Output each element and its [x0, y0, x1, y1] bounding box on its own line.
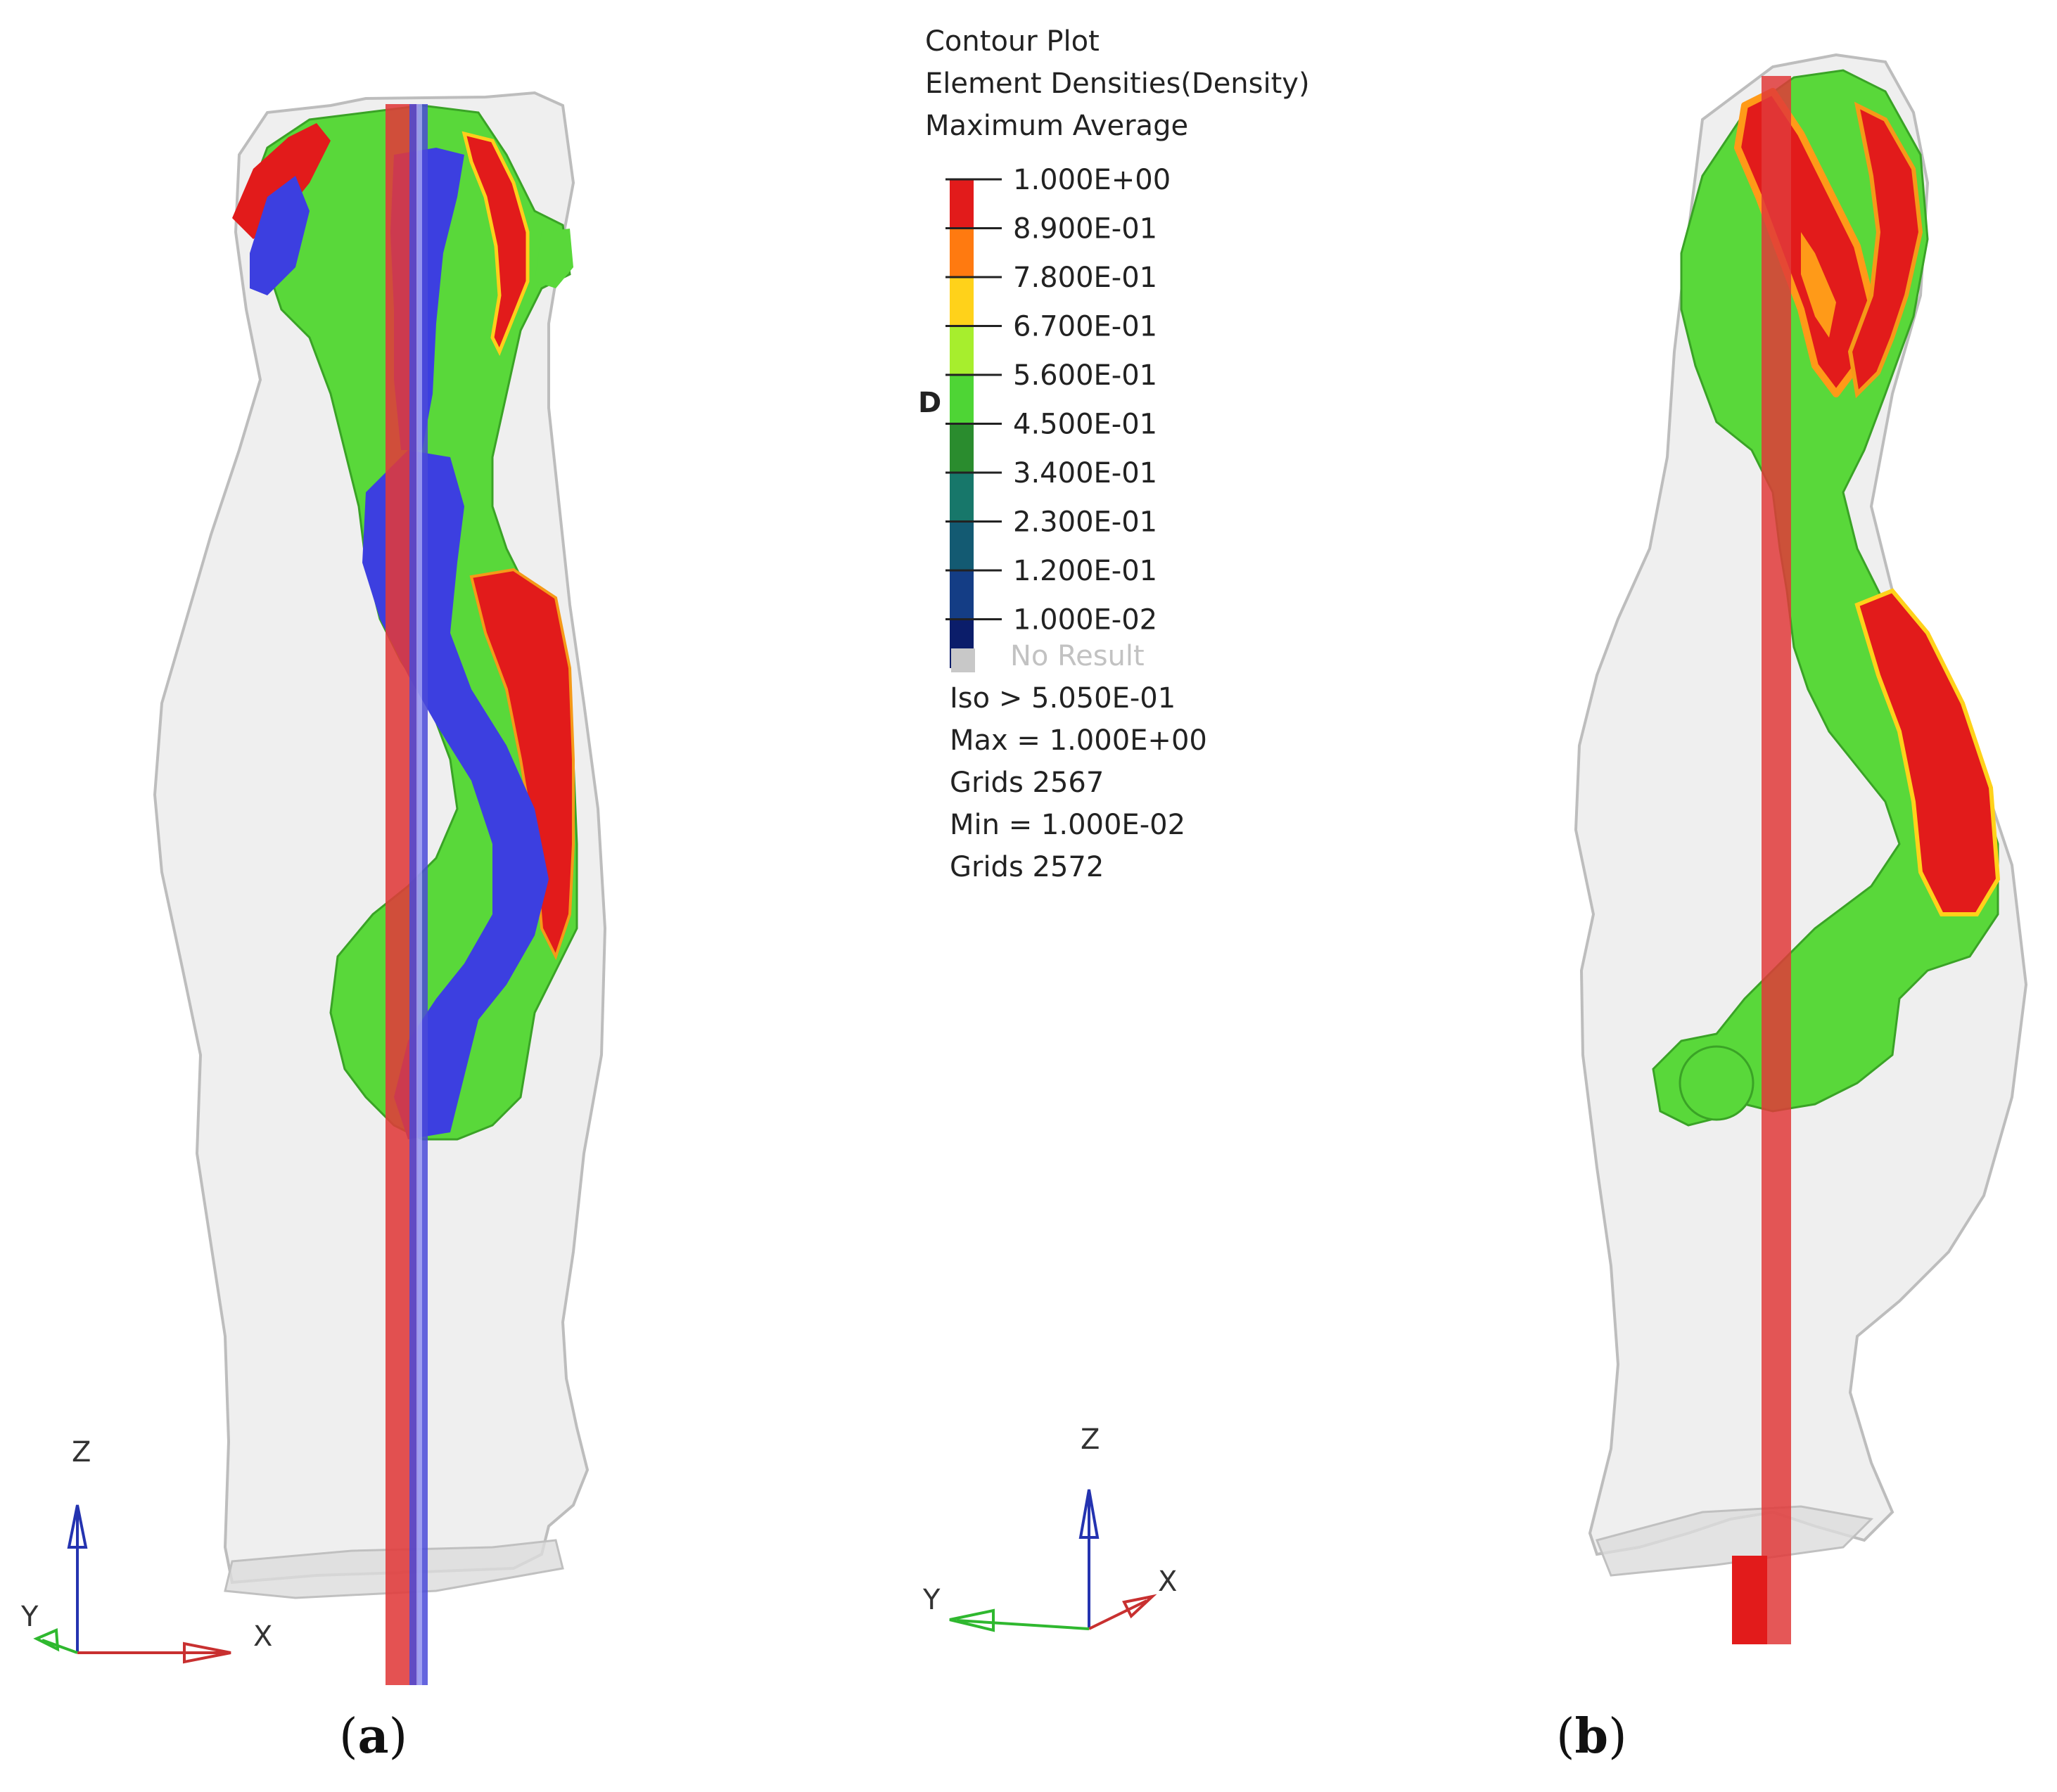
triad-center-y-axis	[956, 1619, 1090, 1630]
legend-band	[950, 179, 974, 229]
triad-center-y-label: Y	[922, 1584, 941, 1616]
legend-tick-label: 7.800E-01	[1013, 262, 1157, 294]
caption-a-close: )	[389, 1709, 408, 1765]
legend-tick-label: 4.500E-01	[1013, 409, 1157, 441]
center-axis-triad: Z X Y	[922, 1423, 1177, 1632]
legend-title-line-3: Maximum Average	[925, 110, 1188, 142]
triad-center-z-arrow	[1078, 1489, 1100, 1539]
legend-band	[950, 521, 974, 570]
legend-marker: D	[918, 387, 941, 419]
panel-a-red-strip	[469, 568, 575, 961]
caption-b: (b)	[1556, 1708, 1627, 1765]
legend-tick-label: 3.400E-01	[1013, 457, 1157, 489]
legend-no-result-label: No Result	[1010, 640, 1145, 672]
panel-a: Z X Y (a)	[20, 91, 607, 1765]
legend-band	[950, 326, 974, 375]
panel-b-red-side-strip	[1854, 588, 2001, 916]
panel-b: (b)	[1556, 53, 2028, 1765]
legend-tick-label: 1.200E-01	[1013, 555, 1157, 587]
panel-a-red-cap	[232, 123, 331, 239]
triad-a-x-label: X	[253, 1620, 272, 1653]
panel-b-green-knob	[1679, 1045, 1754, 1121]
legend-stat-min: Min = 1.000E-02	[950, 809, 1185, 841]
legend-band	[950, 277, 974, 326]
caption-a: (a)	[339, 1708, 407, 1765]
legend-tick-label: 6.700E-01	[1013, 311, 1157, 343]
panel-a-red-hook	[461, 131, 530, 357]
panel-a-axis-triad: Z X Y	[20, 1436, 272, 1664]
panel-a-blue-left	[250, 176, 310, 295]
legend-tick-label: 8.900E-01	[1013, 213, 1157, 245]
triad-center-x-arrow	[1122, 1594, 1157, 1619]
legend-band	[950, 228, 974, 277]
legend-color-bands	[950, 179, 974, 668]
caption-b-open: (	[1556, 1709, 1575, 1765]
legend-no-result-swatch	[951, 648, 975, 672]
panel-b-orange-streak	[1801, 232, 1836, 338]
caption-b-close: )	[1608, 1709, 1627, 1765]
triad-center-x-label: X	[1158, 1566, 1177, 1598]
legend-stat-iso: Iso > 5.050E-01	[950, 682, 1176, 715]
triad-center-x-axis	[1088, 1599, 1147, 1630]
panel-a-green-right-tip	[535, 229, 573, 288]
triad-a-y-label: Y	[20, 1601, 39, 1633]
legend-title-line-2: Element Densities(Density)	[925, 68, 1310, 100]
legend-tick-label: 1.000E-02	[1013, 604, 1157, 636]
legend-band	[950, 473, 974, 522]
legend-tick-labels: 1.000E+00 8.900E-01 7.800E-01 6.700E-01 5.60…	[945, 164, 1171, 636]
caption-a-open: (	[339, 1709, 358, 1765]
legend-tick-label: 1.000E+00	[1013, 164, 1171, 196]
triad-a-z-arrow	[67, 1504, 88, 1549]
caption-b-letter: b	[1575, 1708, 1609, 1765]
legend-title-line-1: Contour Plot	[925, 25, 1100, 58]
triad-center-y-arrow	[949, 1608, 995, 1632]
triad-a-y-arrow	[33, 1628, 60, 1652]
panel-b-rod	[1762, 76, 1791, 1644]
legend-tick-label: 2.300E-01	[1013, 506, 1157, 539]
triad-a-y-axis	[42, 1639, 78, 1654]
triad-center-z-label: Z	[1081, 1423, 1100, 1456]
legend-tick-label: 5.600E-01	[1013, 359, 1157, 392]
panel-b-red-band-right	[1847, 101, 1923, 399]
legend-band	[950, 570, 974, 620]
legend-band	[950, 423, 974, 473]
panel-b-rod-base	[1732, 1556, 1767, 1644]
panel-a-rod-highlight	[416, 104, 422, 1685]
legend-stat-max: Max = 1.000E+00	[950, 724, 1207, 757]
caption-a-letter: a	[358, 1708, 389, 1765]
triad-a-z-label: Z	[72, 1436, 91, 1468]
panel-b-body-base	[1595, 1505, 1874, 1577]
triad-a-x-arrow	[183, 1641, 231, 1664]
legend-stat-min-grid: Grids 2572	[950, 851, 1104, 883]
legend-stat-max-grid: Grids 2567	[950, 767, 1104, 799]
contour-legend: Contour Plot Element Densities(Density) …	[918, 25, 1310, 883]
legend-band	[950, 375, 974, 424]
